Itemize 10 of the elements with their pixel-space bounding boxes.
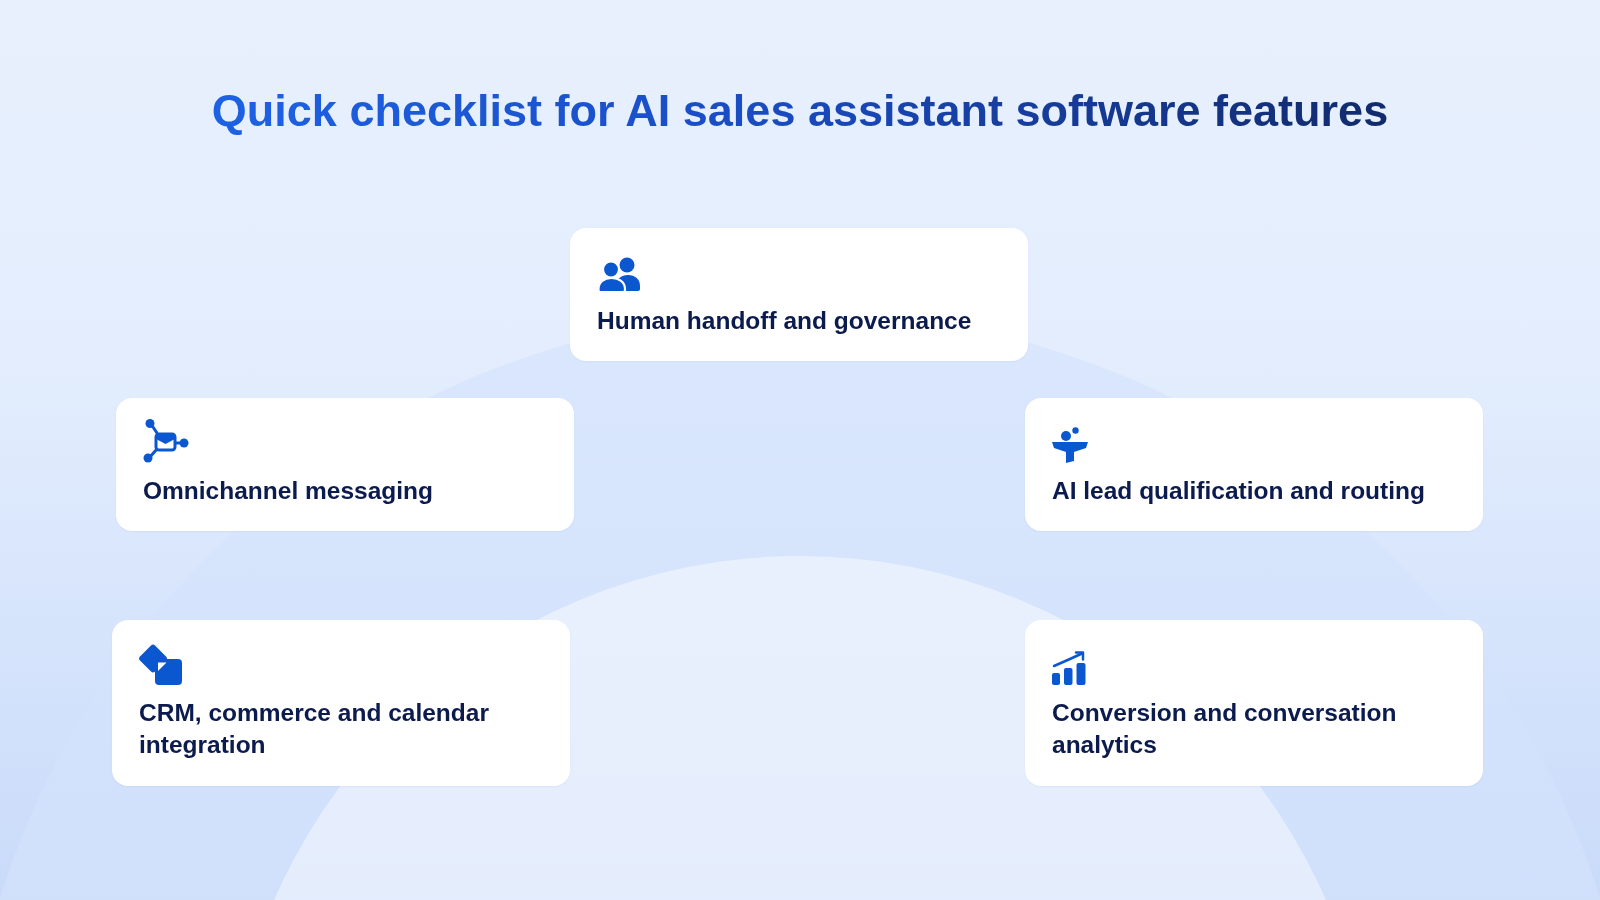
feature-card <box>112 620 570 786</box>
feature-card <box>570 228 1028 361</box>
feature-label: Omnichannel messaging <box>143 476 433 506</box>
feature-label: Conversion and conversation analytics <box>1052 698 1398 760</box>
feature-card <box>1025 398 1483 531</box>
feature-label: Human handoff and governance <box>597 306 972 336</box>
feature-card <box>116 398 574 531</box>
feature-card <box>1025 620 1483 786</box>
feature-label: AI lead qualification and routing <box>1052 476 1425 506</box>
feature-label: CRM, commerce and calendar integration <box>139 698 490 760</box>
